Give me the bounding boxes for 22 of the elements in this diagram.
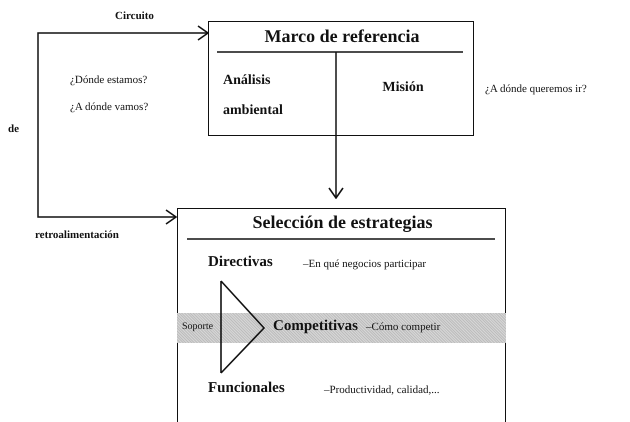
question-text: ¿A dónde vamos? (70, 101, 148, 113)
band-description: –Cómo competir (366, 321, 440, 333)
frame-box (208, 21, 474, 136)
box-title: Selección de estrategias (252, 212, 434, 233)
loop-label: retroalimentación (35, 229, 119, 241)
loop-label: de (8, 123, 19, 135)
support-label: Soporte (182, 321, 214, 332)
arrow (37, 25, 209, 225)
strategy-level: Funcionales (208, 380, 285, 397)
question-text: ¿A dónde queremos ir? (485, 83, 587, 95)
box-title: Marco de referencia (264, 26, 420, 47)
level-description: –En qué negocios participar (303, 258, 426, 270)
shaded-band (177, 313, 506, 343)
arrow (328, 136, 344, 199)
band-title: Competitivas (273, 318, 358, 335)
level-description: –Productividad, calidad,... (324, 384, 440, 396)
strategy-level: Directivas (208, 254, 273, 271)
cell-text: Análisis ambiental (223, 72, 284, 120)
cell-text: Misión (381, 79, 425, 97)
loop-label: Circuito (115, 10, 154, 22)
question-text: ¿Dónde estamos? (70, 74, 148, 86)
strategy-box (177, 208, 506, 422)
